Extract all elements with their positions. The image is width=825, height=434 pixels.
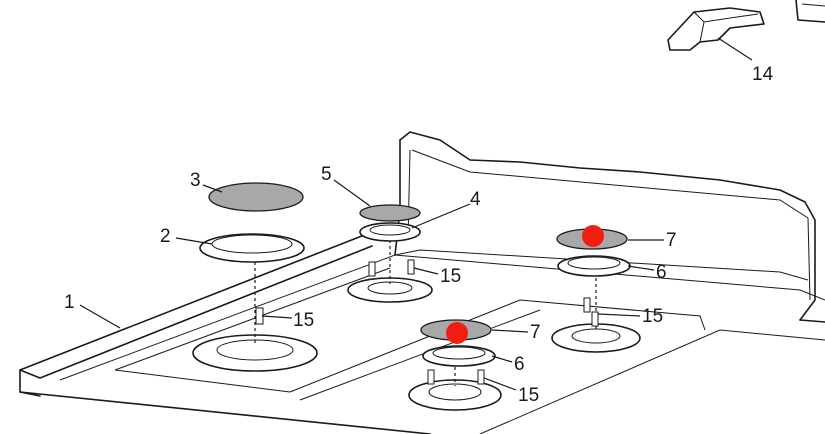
red-marker-front — [446, 322, 468, 344]
callout-14: 14 — [752, 64, 774, 85]
callout-15-right: 15 — [642, 306, 663, 327]
burner-heads — [199, 222, 631, 367]
callout-6-right: 6 — [656, 262, 667, 283]
highlight-markers — [446, 225, 604, 344]
callout-1: 1 — [64, 292, 75, 313]
burner-wells — [192, 277, 641, 411]
callout-6-front: 6 — [514, 354, 525, 375]
part-14-bracket — [667, 0, 825, 51]
callout-3: 3 — [190, 170, 201, 191]
callout-5: 5 — [321, 164, 332, 185]
callout-labels: 14 3 5 4 2 7 6 15 1 15 15 7 6 15 — [64, 64, 774, 406]
burner-cap-5 — [359, 204, 421, 222]
leader-lines — [79, 37, 753, 391]
callout-2: 2 — [160, 226, 171, 247]
callout-15-back: 15 — [440, 266, 461, 287]
burner-caps — [208, 182, 628, 341]
callout-15-front: 15 — [518, 385, 539, 406]
red-marker-right — [582, 225, 604, 247]
burner-cap-3 — [208, 182, 304, 212]
callout-15-left: 15 — [293, 310, 314, 331]
callout-4: 4 — [470, 189, 481, 210]
callout-7-front: 7 — [530, 322, 541, 343]
screws — [255, 259, 599, 385]
callout-7-right: 7 — [666, 230, 677, 251]
